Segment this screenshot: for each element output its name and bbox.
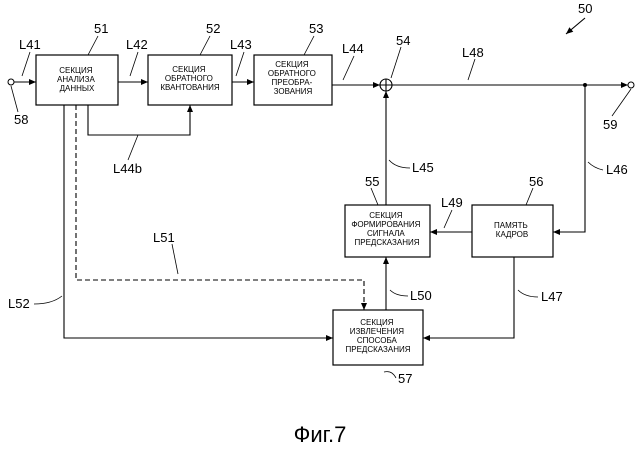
signal-label-L52: L52 xyxy=(8,296,30,311)
line-L44b xyxy=(88,105,190,135)
block-52-line: КВАНТОВАНИЯ xyxy=(160,83,220,92)
figure-caption: Фиг.7 xyxy=(294,422,347,447)
signal-label-L44b: L44b xyxy=(113,161,142,176)
block-53-line: СЕКЦИЯ xyxy=(275,60,308,69)
line-L47 xyxy=(423,257,514,338)
leader-L50 xyxy=(390,290,408,296)
leader-58 xyxy=(11,86,18,112)
block-frame-memory: ПАМЯТЬ КАДРОВ xyxy=(472,205,553,257)
block-prediction-signal: СЕКЦИЯ ФОРМИРОВАНИЯ СИГНАЛА ПРЕДСКАЗАНИЯ xyxy=(345,205,430,257)
leader-L46 xyxy=(588,162,603,170)
ref-59: 59 xyxy=(603,117,617,132)
signal-label-L46: L46 xyxy=(606,162,628,177)
block-inverse-quantization: СЕКЦИЯ ОБРАТНОГО КВАНТОВАНИЯ xyxy=(148,55,232,105)
block-57-line: СПОСОБА xyxy=(357,336,398,345)
signal-label-L49: L49 xyxy=(441,195,463,210)
leader-L44b xyxy=(128,135,138,160)
leader-L41 xyxy=(22,52,30,76)
block-53-line: ЗОВАНИЯ xyxy=(274,87,313,96)
leader-59 xyxy=(612,89,631,116)
ref-55: 55 xyxy=(365,174,379,189)
block-51-line: ДАННЫХ xyxy=(60,84,95,93)
line-L46 xyxy=(553,85,585,232)
ref-54: 54 xyxy=(396,33,410,48)
signal-label-L41: L41 xyxy=(19,37,41,52)
leader-51 xyxy=(88,36,98,55)
block-56-line: ПАМЯТЬ xyxy=(494,221,528,230)
svg-text:СЕКЦИЯ АНАЛИЗА ДАН: СЕКЦИЯ АНАЛИЗА ДАННЫХ xyxy=(57,66,97,93)
ref-52: 52 xyxy=(206,21,220,36)
signal-label-L51: L51 xyxy=(153,230,175,245)
block-55-line: СИГНАЛА xyxy=(367,229,405,238)
block-prediction-method-extraction: СЕКЦИЯ ИЗВЛЕЧЕНИЯ СПОСОБА ПРЕДСКАЗАНИЯ xyxy=(333,310,423,365)
leader-56 xyxy=(526,188,533,205)
block-51-line: СЕКЦИЯ xyxy=(59,66,92,75)
block-55-line: ПРЕДСКАЗАНИЯ xyxy=(355,238,420,247)
block-56-line: КАДРОВ xyxy=(496,230,528,239)
ref-58: 58 xyxy=(14,112,28,127)
block-55-line: СЕКЦИЯ xyxy=(369,211,402,220)
ref-56: 56 xyxy=(529,174,543,189)
block-57-line: СЕКЦИЯ xyxy=(360,318,393,327)
leader-54 xyxy=(391,47,401,78)
signal-label-L47: L47 xyxy=(541,289,563,304)
figure-number: 50 xyxy=(578,1,592,16)
ref-53: 53 xyxy=(309,21,323,36)
figure-number-arrow xyxy=(566,18,585,34)
ref-51: 51 xyxy=(94,21,108,36)
block-57-line: ПРЕДСКАЗАНИЯ xyxy=(346,345,411,354)
svg-text:ПАМЯТЬ КАДРОВ: ПАМЯТЬ КАДРОВ xyxy=(494,221,530,239)
block-57-line: ИЗВЛЕЧЕНИЯ xyxy=(350,327,405,336)
signal-label-L42: L42 xyxy=(126,37,148,52)
leader-L47 xyxy=(518,290,538,297)
block-53-line: ОБРАТНОГО xyxy=(268,69,316,78)
leader-L45 xyxy=(389,160,410,168)
block-51-line: АНАЛИЗА xyxy=(57,75,95,84)
adder xyxy=(380,79,392,91)
leader-L42 xyxy=(130,52,138,76)
ref-57: 57 xyxy=(398,371,412,386)
leader-L52 xyxy=(34,296,62,304)
block-52-line: ОБРАТНОГО xyxy=(165,74,213,83)
signal-label-L48: L48 xyxy=(462,45,484,60)
leader-L51 xyxy=(172,244,178,274)
block-52-line: СЕКЦИЯ xyxy=(172,65,205,74)
leader-52 xyxy=(200,36,210,55)
svg-text:СЕКЦИЯ ОБРАТНОГО П: СЕКЦИЯ ОБРАТНОГО ПРЕОБРА- ЗОВАНИЯ xyxy=(268,60,318,96)
leader-57 xyxy=(384,372,396,378)
signal-label-L43: L43 xyxy=(230,37,252,52)
signal-label-L44: L44 xyxy=(342,41,364,56)
block-data-analysis: СЕКЦИЯ АНАЛИЗА ДАННЫХ xyxy=(36,55,118,105)
signal-label-L45: L45 xyxy=(412,160,434,175)
line-L52 xyxy=(64,105,333,338)
leader-L44 xyxy=(343,56,354,80)
block-inverse-transform: СЕКЦИЯ ОБРАТНОГО ПРЕОБРА- ЗОВАНИЯ xyxy=(254,55,332,105)
leader-L49 xyxy=(444,210,452,228)
block-55-line: ФОРМИРОВАНИЯ xyxy=(351,220,420,229)
output-terminal xyxy=(628,82,634,88)
leader-L43 xyxy=(236,52,244,76)
signal-label-L50: L50 xyxy=(410,288,432,303)
input-terminal xyxy=(8,79,14,85)
block-53-line: ПРЕОБРА- xyxy=(272,78,313,87)
leader-55 xyxy=(371,188,378,205)
leader-53 xyxy=(304,36,314,55)
leader-L48 xyxy=(468,59,475,80)
line-L51 xyxy=(76,105,364,310)
